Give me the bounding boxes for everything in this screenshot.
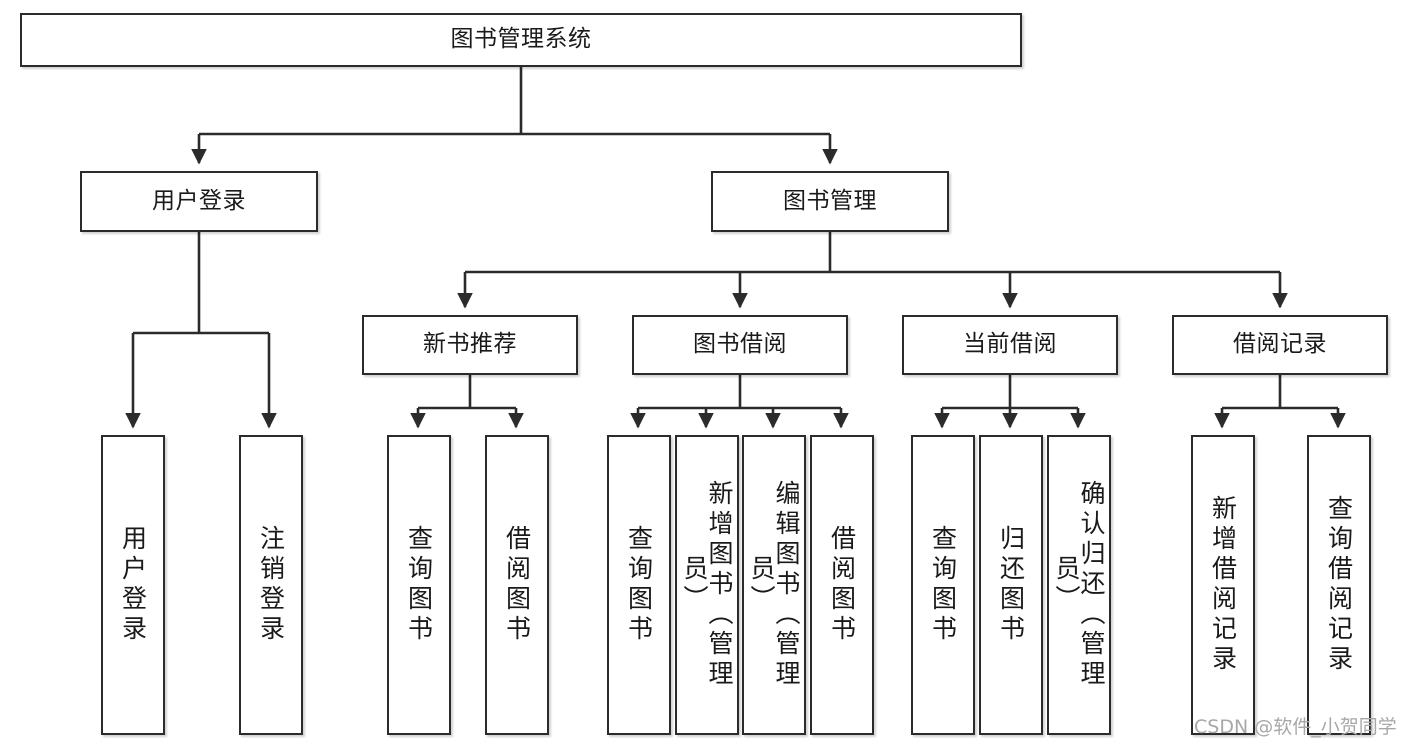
node-book-borrow[interactable]: 图书借阅 <box>632 315 848 375</box>
node-leaf-return-book-label: 归还图书 <box>996 525 1026 645</box>
node-leaf-query-book-2[interactable]: 查询图书 <box>607 435 671 735</box>
node-leaf-query-book-3[interactable]: 查询图书 <box>911 435 975 735</box>
node-book-management-label: 图书管理 <box>783 187 877 214</box>
node-leaf-query-book-1[interactable]: 查询图书 <box>387 435 451 735</box>
node-leaf-add-book-label: 新增图书（管理员） <box>680 480 734 690</box>
node-root[interactable]: 图书管理系统 <box>20 13 1022 67</box>
node-user-login-label: 用户登录 <box>152 187 246 214</box>
node-new-book-recommend[interactable]: 新书推荐 <box>362 315 578 375</box>
node-leaf-query-book-1-label: 查询图书 <box>404 525 434 645</box>
node-current-borrow-label: 当前借阅 <box>963 331 1057 358</box>
node-leaf-borrow-book-1[interactable]: 借阅图书 <box>485 435 549 735</box>
node-leaf-add-book[interactable]: 新增图书（管理员） <box>675 435 739 735</box>
node-leaf-logout-login[interactable]: 注销登录 <box>239 435 303 735</box>
node-leaf-borrow-book-1-label: 借阅图书 <box>502 525 532 645</box>
node-book-management[interactable]: 图书管理 <box>711 171 949 232</box>
node-book-borrow-label: 图书借阅 <box>693 331 787 358</box>
node-leaf-confirm-return[interactable]: 确认归还（管理员） <box>1047 435 1111 735</box>
node-leaf-query-borrow-record-label: 查询借阅记录 <box>1324 495 1354 675</box>
node-user-login[interactable]: 用户登录 <box>80 171 318 232</box>
node-leaf-edit-book[interactable]: 编辑图书（管理员） <box>742 435 806 735</box>
node-leaf-add-borrow-record[interactable]: 新增借阅记录 <box>1191 435 1255 735</box>
node-borrow-record[interactable]: 借阅记录 <box>1172 315 1388 375</box>
node-leaf-confirm-return-label: 确认归还（管理员） <box>1052 480 1106 690</box>
node-root-label: 图书管理系统 <box>450 26 592 53</box>
node-leaf-return-book[interactable]: 归还图书 <box>979 435 1043 735</box>
node-current-borrow[interactable]: 当前借阅 <box>902 315 1118 375</box>
node-leaf-query-book-3-label: 查询图书 <box>928 525 958 645</box>
node-borrow-record-label: 借阅记录 <box>1233 331 1327 358</box>
node-leaf-user-login[interactable]: 用户登录 <box>101 435 165 735</box>
node-leaf-query-book-2-label: 查询图书 <box>624 525 654 645</box>
node-leaf-add-borrow-record-label: 新增借阅记录 <box>1208 495 1238 675</box>
node-leaf-logout-login-label: 注销登录 <box>256 525 286 645</box>
node-leaf-query-borrow-record[interactable]: 查询借阅记录 <box>1307 435 1371 735</box>
node-new-book-recommend-label: 新书推荐 <box>423 331 517 358</box>
node-leaf-borrow-book-2[interactable]: 借阅图书 <box>810 435 874 735</box>
node-leaf-borrow-book-2-label: 借阅图书 <box>827 525 857 645</box>
node-leaf-user-login-label: 用户登录 <box>118 525 148 645</box>
node-leaf-edit-book-label: 编辑图书（管理员） <box>747 480 801 690</box>
